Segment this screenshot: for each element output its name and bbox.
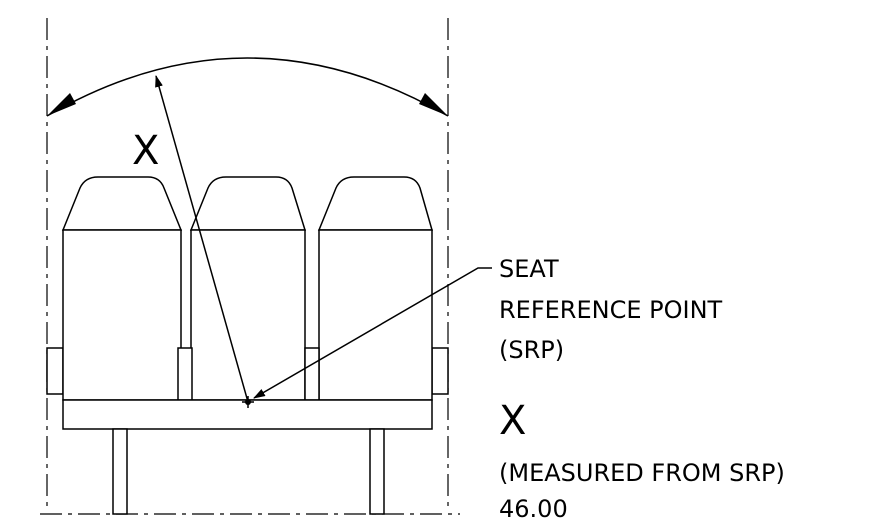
divider-right <box>304 347 320 401</box>
callout-line-1: SEAT <box>499 255 559 283</box>
radial-line <box>155 75 249 403</box>
leg-left <box>112 428 128 515</box>
dimension-label: X <box>132 128 159 174</box>
seat-assembly <box>46 176 449 515</box>
leg-right <box>369 428 385 515</box>
legend-note: (MEASURED FROM SRP) <box>499 459 785 487</box>
legend-value: 46.00 <box>499 495 568 523</box>
seat-left-headrest <box>61 176 183 231</box>
arc-arrowhead-right <box>419 93 448 116</box>
seat-left <box>61 176 183 401</box>
arc-arrowhead-left <box>47 93 76 116</box>
srp-leader <box>253 267 492 399</box>
seat-right-back <box>318 229 433 401</box>
dimension-arc <box>46 57 449 117</box>
radial-dimension <box>155 75 249 403</box>
srp-point <box>242 396 254 408</box>
angular-dimension <box>46 57 449 117</box>
callout-line-2: REFERENCE POINT <box>499 296 723 324</box>
seat-center-headrest <box>189 176 307 231</box>
divider-left <box>177 347 193 401</box>
legend-symbol: X <box>499 398 526 444</box>
seat-center-back <box>190 229 306 401</box>
seat-center <box>189 176 307 401</box>
left-armrest <box>46 347 64 395</box>
leader-line <box>253 267 492 399</box>
seat-left-back <box>62 229 182 401</box>
seat-right <box>317 176 433 401</box>
callout-line-3: (SRP) <box>499 336 564 364</box>
right-armrest <box>431 347 449 395</box>
centerlines <box>40 18 460 515</box>
seat-right-headrest <box>317 176 433 231</box>
